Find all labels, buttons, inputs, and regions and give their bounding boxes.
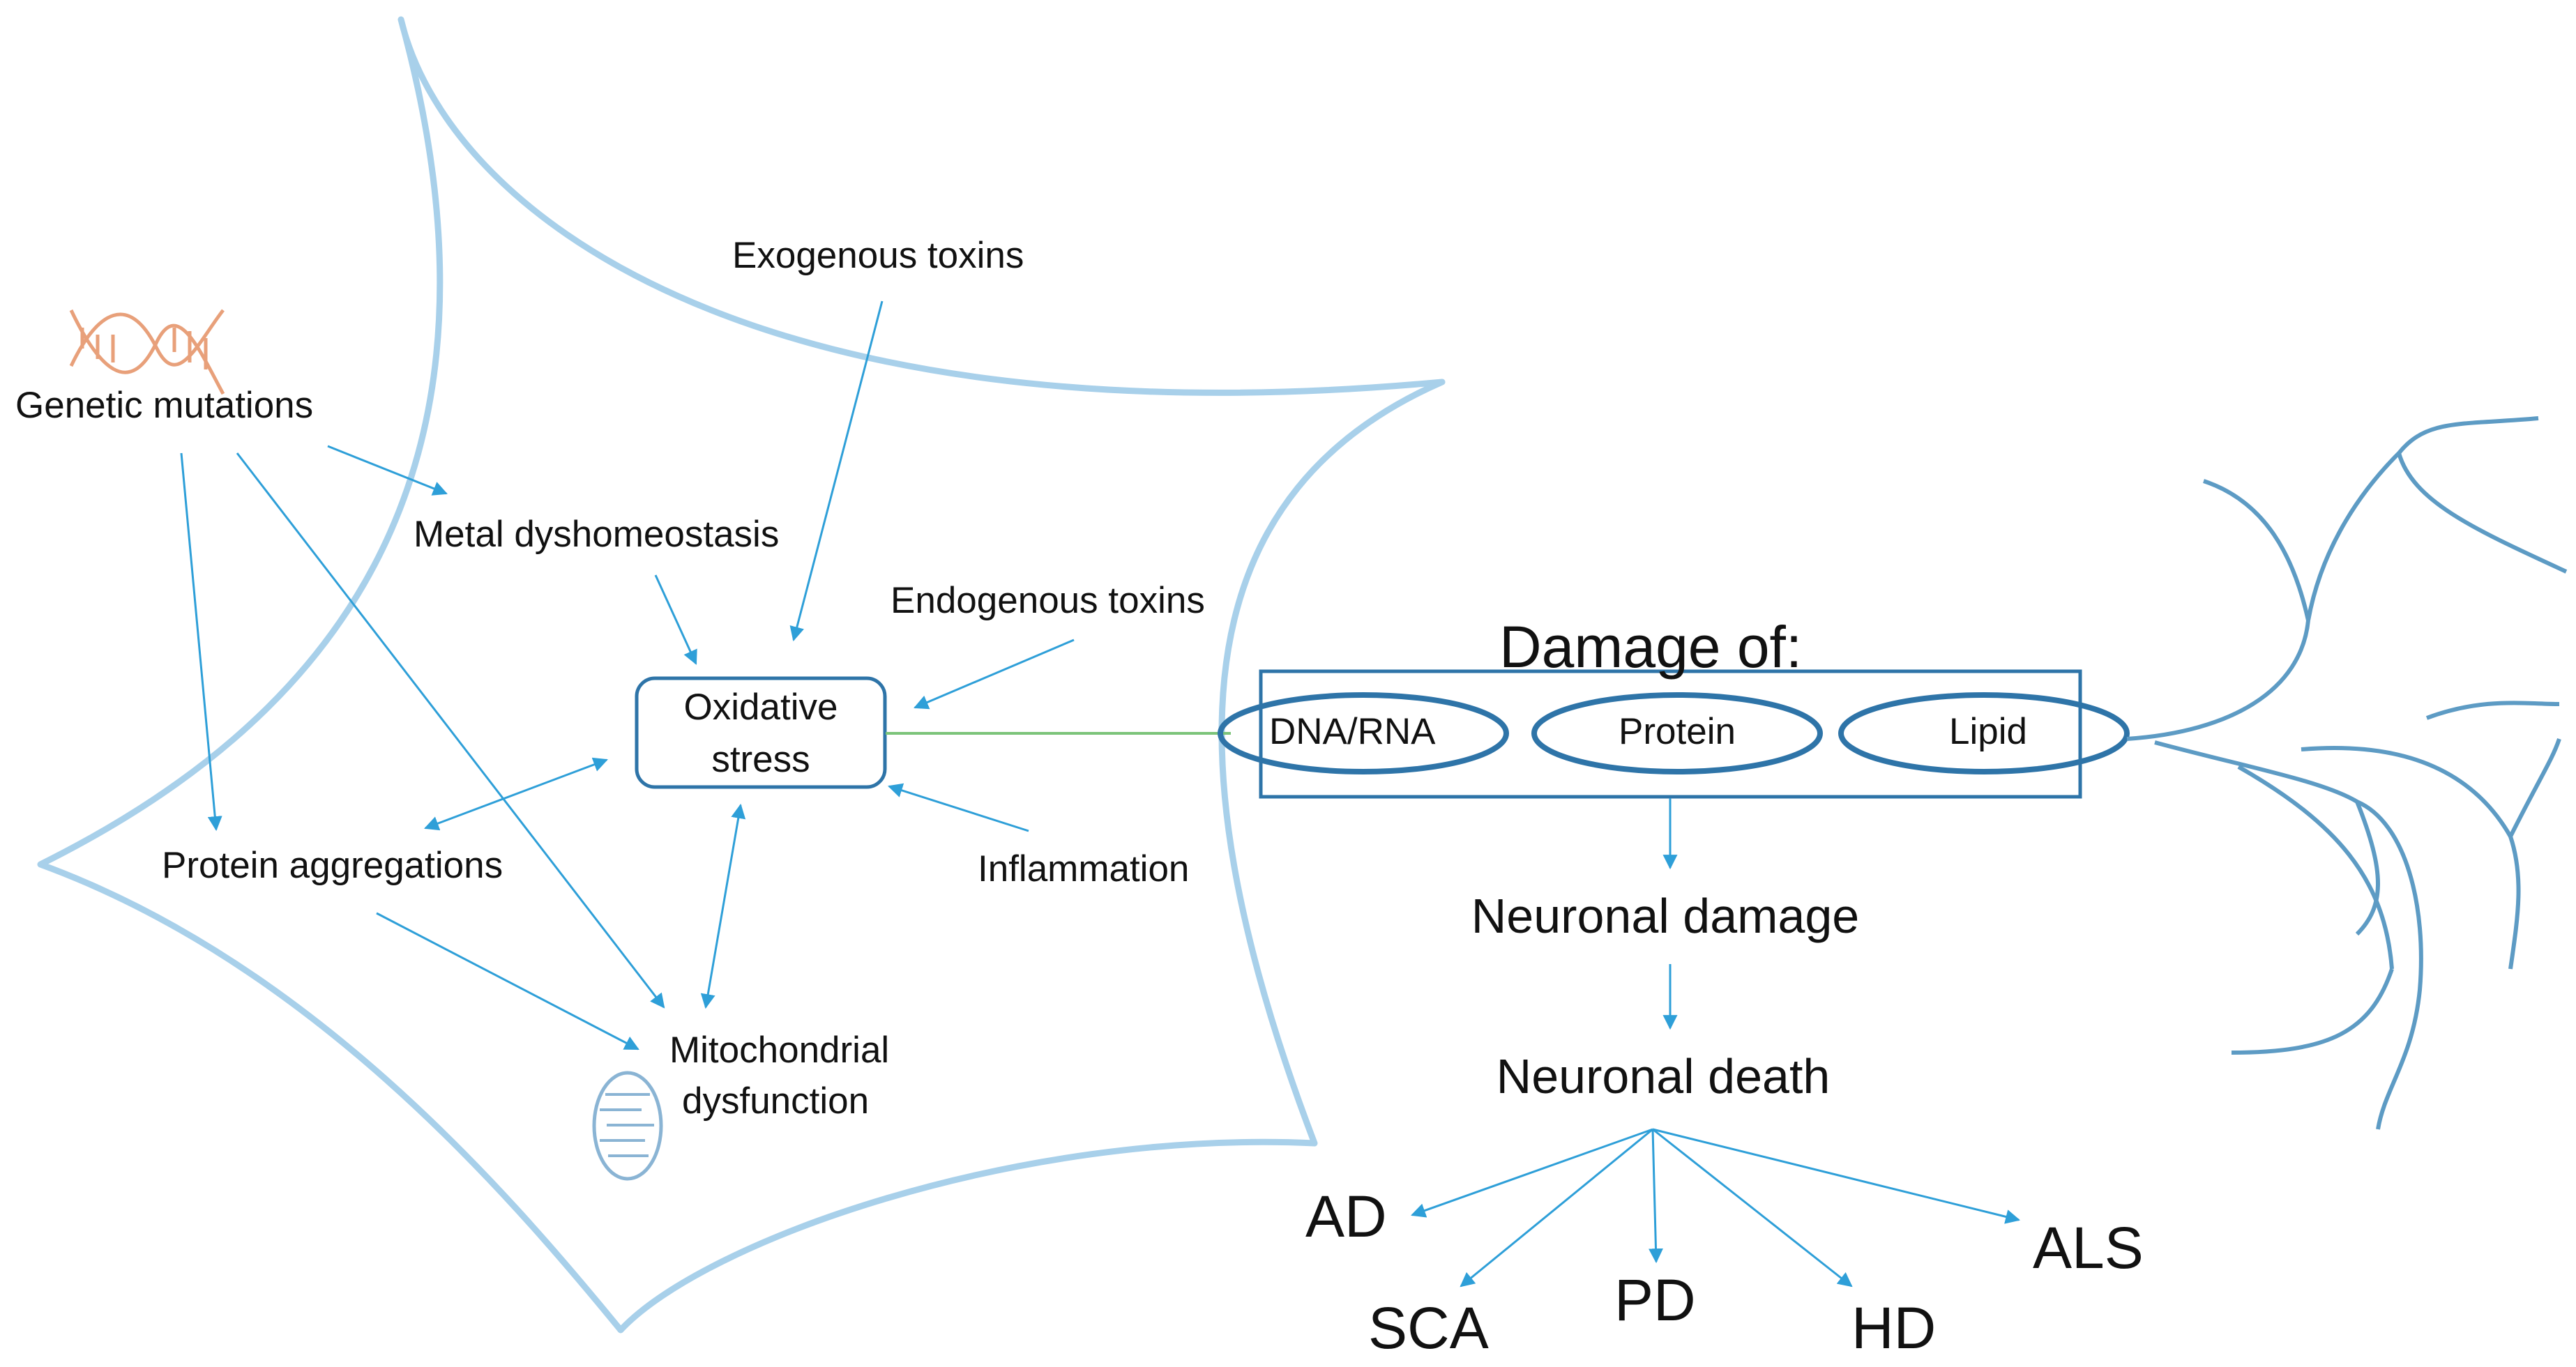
arrow-genetic-mito (236, 452, 665, 1009)
arrow-protein-mito (376, 912, 639, 1051)
axon-terminals (2126, 416, 2568, 1130)
label-oxidative-line1: Oxidative (683, 687, 838, 728)
arrow-oxidative-mito (700, 803, 746, 1009)
label-als: ALS (2033, 1215, 2144, 1281)
arrow-death-pd (1649, 1129, 1663, 1264)
label-oxidative-line2: stress (711, 739, 810, 780)
arrow-death-ad (1411, 1128, 1653, 1218)
arrow-endogenous-oxidative (914, 639, 1075, 710)
label-neuronal-death: Neuronal death (1496, 1049, 1831, 1103)
lipid-ellipse (1838, 692, 2130, 774)
label-endogenous-toxins: Endogenous toxins (891, 580, 1205, 621)
arrow-metal-oxidative (654, 574, 697, 665)
neuron-cell-body (37, 16, 1446, 1334)
label-pd: PD (1614, 1267, 1696, 1333)
label-neuronal-damage: Neuronal damage (1471, 889, 1860, 943)
arrow-exogenous-oxidative (789, 300, 884, 642)
label-genetic-mutations: Genetic mutations (15, 385, 314, 426)
label-ad: AD (1305, 1184, 1387, 1249)
arrow-death-sca (1460, 1128, 1653, 1288)
label-lipid: Lipid (1949, 711, 2027, 752)
label-protein-aggregations: Protein aggregations (162, 845, 503, 886)
arrow-death-hd (1652, 1128, 1853, 1288)
dna-helix-icon (69, 309, 225, 395)
arrow-protein-oxidative (424, 757, 608, 831)
damage-box (1259, 669, 2082, 799)
arrow-genetic-protein (180, 452, 222, 832)
arrow-death-als (1652, 1128, 2021, 1224)
label-exogenous-toxins: Exogenous toxins (732, 235, 1024, 276)
arrow-inflammation-oxidative (887, 783, 1029, 832)
protein-ellipse (1531, 692, 1823, 774)
mitochondrion-icon (592, 1071, 663, 1181)
label-hd: HD (1851, 1295, 1937, 1361)
label-inflammation: Inflammation (978, 848, 1190, 889)
label-dna-rna: DNA/RNA (1269, 711, 1436, 752)
arrow-genetic-metal (327, 445, 448, 496)
label-sca: SCA (1368, 1295, 1489, 1361)
label-metal-dyshomeostasis: Metal dyshomeostasis (414, 514, 780, 555)
dna-rna-ellipse (1218, 692, 1509, 774)
oxidative-stress-box (635, 676, 887, 789)
label-protein: Protein (1619, 711, 1736, 752)
label-mito-line2: dysfunction (682, 1080, 870, 1122)
label-damage-of: Damage of: (1499, 614, 1803, 680)
label-mito-line1: Mitochondrial (669, 1030, 890, 1071)
